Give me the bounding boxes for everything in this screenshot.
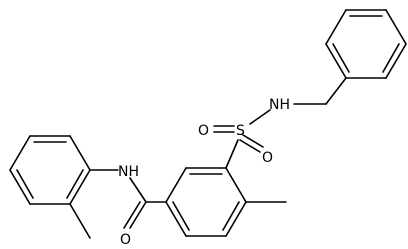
- central-benzene-ring: [165, 167, 247, 237]
- tolyl-ring: [9, 135, 91, 205]
- bond: [225, 201, 247, 237]
- bond-double-inner: [66, 169, 84, 199]
- bond: [9, 135, 31, 171]
- bond-nh-s: [249, 109, 271, 125]
- atom-sulfonyl-oxygen-bottom: O: [262, 150, 273, 166]
- bond: [69, 169, 91, 205]
- bond-c-o-double: [123, 201, 141, 229]
- bond-c-o: [129, 201, 147, 229]
- bond-double-inner: [172, 201, 190, 231]
- bond: [69, 135, 91, 171]
- bond: [385, 9, 407, 45]
- bond-s-o-bottom: [239, 139, 261, 153]
- atom-amide-nh: NH: [118, 164, 139, 180]
- bond-double-inner: [382, 43, 400, 73]
- bond: [165, 201, 187, 237]
- bond: [325, 9, 347, 45]
- atom-carbonyl-oxygen: O: [120, 232, 131, 248]
- bond: [325, 43, 347, 79]
- bond-double-inner: [332, 43, 350, 73]
- atom-sulfur: S: [236, 123, 245, 139]
- benzyl-phenyl-ring: [325, 9, 407, 79]
- bond: [225, 167, 247, 203]
- bond-benzyl-ch2: [325, 77, 347, 105]
- bond-s-o-bottom-double: [242, 134, 264, 148]
- bond-c-nh: [129, 177, 147, 203]
- bond-double-inner: [222, 201, 240, 231]
- bond-tolyl-methyl: [69, 203, 91, 239]
- bond-s-ring: [225, 139, 239, 169]
- bond: [165, 167, 187, 203]
- atom-sulfonyl-oxygen-left: O: [198, 123, 209, 139]
- bond: [9, 169, 31, 205]
- bond-double-inner: [16, 169, 34, 199]
- bond: [385, 43, 407, 79]
- atom-sulfonamide-nh: NH: [269, 97, 290, 113]
